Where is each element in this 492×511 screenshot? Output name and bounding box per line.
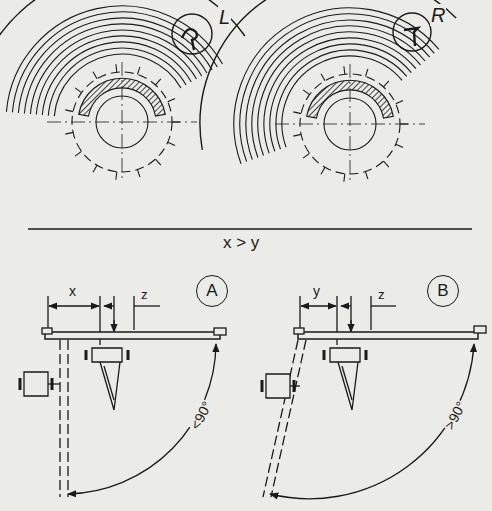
- gear-tooth: [115, 172, 117, 180]
- gear-tooth: [384, 161, 389, 167]
- figure-letter: A: [206, 281, 217, 301]
- gear-tooth: [366, 69, 368, 77]
- gear-tooth: [93, 165, 97, 172]
- view-letter: L: [218, 6, 231, 28]
- lever-b: [262, 296, 486, 499]
- gear-tooth: [396, 100, 403, 103]
- centre-line: [350, 64, 351, 184]
- flywheel-ring: [6, 6, 222, 112]
- flywheel-ring: [48, 48, 186, 116]
- gear-tooth: [303, 153, 309, 158]
- dimension-label: z: [377, 288, 386, 302]
- angle-label: <90°: [188, 398, 216, 433]
- dimension-label: x: [68, 284, 77, 299]
- lever-a: [20, 296, 226, 497]
- view-letter: R: [430, 4, 446, 26]
- flywheel-ring: [234, 8, 439, 164]
- gear-tooth: [396, 144, 403, 147]
- gear-tooth: [138, 67, 140, 75]
- flywheel-rim: [200, 0, 456, 150]
- gear-tooth: [303, 90, 309, 95]
- gear-tooth: [75, 151, 81, 156]
- gear-tooth: [156, 159, 161, 165]
- dimension-label: y: [312, 284, 321, 299]
- flywheel-ring: [264, 38, 416, 153]
- gear-tooth: [343, 66, 345, 74]
- gear-tooth: [115, 64, 117, 72]
- flywheel-ring: [258, 32, 421, 156]
- gear-tooth: [384, 81, 389, 87]
- gear-tooth: [65, 110, 73, 112]
- centre-line: [122, 62, 123, 182]
- dimension-label: z: [140, 288, 149, 302]
- figure-circle: B: [427, 275, 459, 307]
- angle-label: >90°: [442, 398, 470, 433]
- gear-tooth: [156, 79, 161, 85]
- flywheel-ring: [270, 44, 411, 151]
- detail-circle: [172, 13, 431, 54]
- condition-note: x > y: [222, 234, 260, 253]
- flywheel-ring: [36, 36, 196, 115]
- gear-tooth: [343, 174, 345, 182]
- gear-tooth: [93, 72, 97, 79]
- flywheel-ring: [246, 20, 430, 160]
- flywheel-rim: [0, 0, 245, 83]
- gear-tooth: [75, 88, 81, 93]
- gear-tooth: [321, 74, 325, 81]
- gear-tooth: [293, 134, 301, 136]
- gear-tooth: [366, 172, 368, 180]
- gear-tooth: [168, 98, 175, 101]
- flywheel-ring: [54, 54, 181, 116]
- gear-tooth: [293, 112, 301, 114]
- figure-letter: B: [437, 281, 448, 301]
- gear-tooth: [138, 170, 140, 178]
- flywheel-ring: [240, 14, 434, 162]
- gear-tooth: [321, 167, 325, 174]
- figure-circle: A: [196, 275, 228, 307]
- gear-tooth: [168, 142, 175, 145]
- gear-tooth: [65, 132, 73, 134]
- divider: [28, 228, 472, 229]
